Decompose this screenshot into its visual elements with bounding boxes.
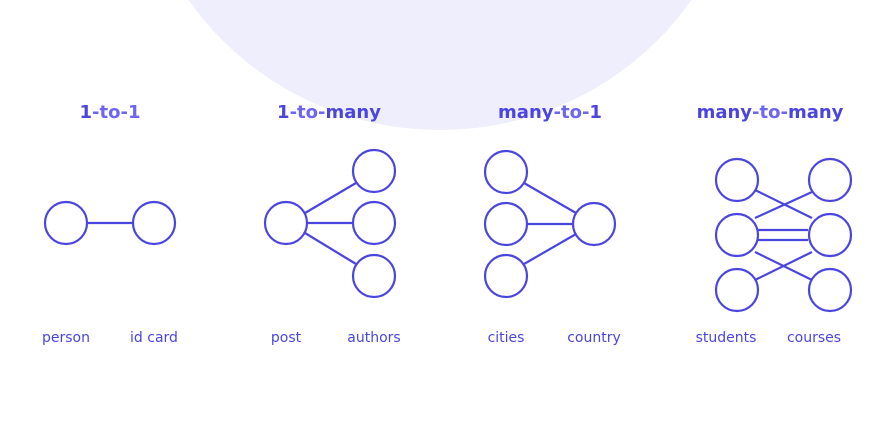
- node-post: [263, 200, 309, 246]
- node-course-2: [807, 212, 853, 258]
- label-id-card: id card: [130, 330, 178, 346]
- node-course-1: [807, 157, 853, 203]
- title-one-to-many: 1-to-many: [277, 102, 381, 123]
- title-many-to-many: many-to-many: [697, 102, 844, 123]
- diagram-one-to-many: 1-to-many post authors: [263, 102, 401, 346]
- diagram-one-to-one: 1-to-1 person id card: [42, 102, 178, 346]
- diagram-many-to-many: many-to-many students courses: [696, 102, 853, 346]
- edge-city1-country: [523, 182, 577, 214]
- label-country: country: [567, 330, 621, 346]
- title-many-to-one: many-to-1: [498, 102, 602, 123]
- node-student-3: [714, 267, 760, 313]
- background-circle: [188, 0, 692, 130]
- node-person: [43, 200, 89, 246]
- node-city-2: [483, 201, 529, 247]
- node-student-1: [714, 157, 760, 203]
- label-person: person: [42, 330, 90, 346]
- label-cities: cities: [488, 330, 525, 346]
- edge-s3-c2: [754, 251, 813, 281]
- label-courses: courses: [787, 330, 841, 346]
- edge-post-author-3: [304, 232, 357, 265]
- node-country: [571, 201, 617, 247]
- node-city-3: [483, 253, 529, 299]
- label-post: post: [271, 330, 302, 346]
- edge-city3-country: [523, 233, 577, 265]
- label-authors: authors: [347, 330, 400, 346]
- node-author-1: [351, 148, 397, 194]
- edge-post-author-1: [304, 182, 357, 214]
- node-student-2: [714, 212, 760, 258]
- node-id-card: [131, 200, 177, 246]
- title-one-to-one: 1-to-1: [80, 102, 141, 123]
- node-author-3: [351, 253, 397, 299]
- edge-s2-c1: [754, 190, 813, 220]
- node-author-2: [351, 200, 397, 246]
- label-students: students: [696, 330, 757, 346]
- node-course-3: [807, 267, 853, 313]
- node-city-1: [483, 149, 529, 195]
- diagram-many-to-one: many-to-1 cities country: [483, 102, 621, 346]
